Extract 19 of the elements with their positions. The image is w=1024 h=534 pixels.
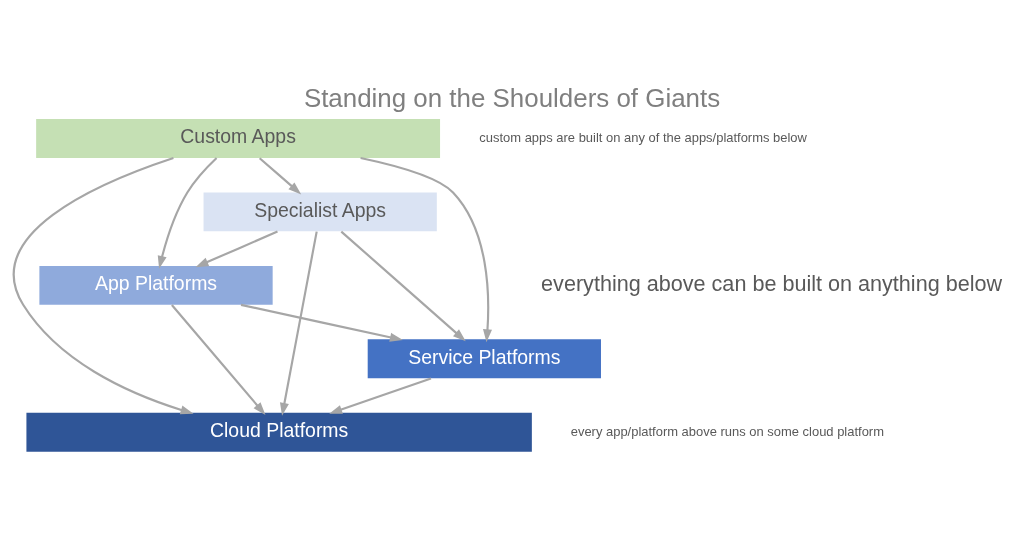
node-box: Custom Apps (36, 119, 441, 158)
node-label: every app/platform above runs on some cloud platform (570, 423, 884, 439)
arrow (171, 304, 266, 416)
arrow (240, 303, 403, 342)
arrow (279, 231, 318, 416)
arrow (157, 157, 218, 269)
arrow (258, 157, 302, 195)
node-label: custom apps are built on any of the apps/platforms below (479, 129, 807, 145)
arrow (340, 230, 466, 342)
node-box: Service Platforms (367, 339, 601, 379)
arrow (195, 230, 278, 268)
arrow (360, 156, 493, 343)
arrow (329, 377, 432, 414)
diagram-title: Standing on the Shoulders of Giants (303, 84, 721, 113)
node-box: App Platforms (39, 265, 273, 305)
node-box: Cloud Platforms (26, 412, 532, 452)
label: everything above can be built on anything below (541, 270, 1003, 296)
arrow (12, 156, 194, 415)
node-box: Specialist Apps (203, 192, 437, 232)
